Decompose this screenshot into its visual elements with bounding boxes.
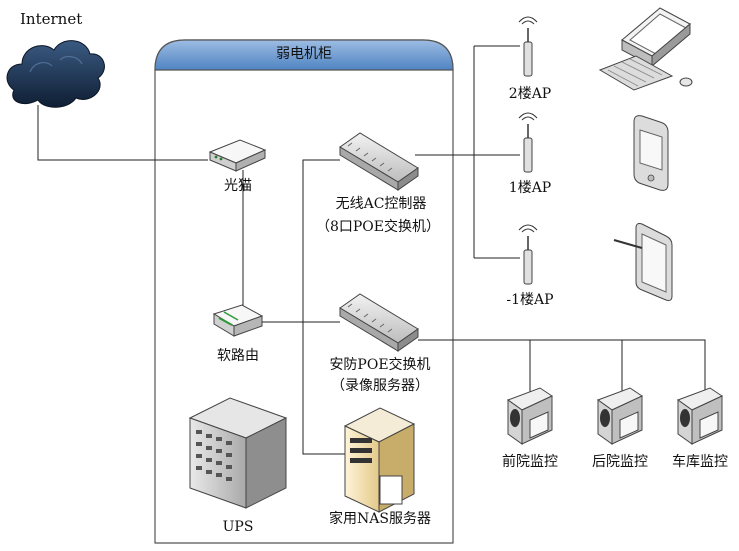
router-label: 软路由 (217, 348, 259, 364)
nas-server-icon (343, 407, 416, 513)
security-switch-to-camera-bus (418, 339, 706, 390)
camera-icon-front-yard (506, 387, 554, 445)
camera-icon-garage (676, 387, 724, 445)
cabinet-title: 弱电机柜 (276, 46, 332, 62)
tablet-icon (613, 223, 673, 301)
camera-label-garage: 车库监控 (672, 454, 728, 470)
ap-icon-b1 (518, 224, 538, 285)
ac-switch-icon (339, 132, 419, 191)
connection-lines (37, 45, 706, 455)
camera-label-front-yard: 前院监控 (502, 454, 558, 470)
security-switch-icon (339, 293, 419, 352)
security-switch-label-line1: 安防POE交换机 (329, 357, 431, 373)
ap-label-2f: 2楼AP (508, 86, 552, 102)
modem-label: 光猫 (224, 178, 252, 194)
ap-icon-1f (518, 112, 538, 173)
ap-icon-2f (518, 16, 538, 77)
ups-icon (188, 397, 288, 509)
desktop-computer-icon (598, 7, 693, 91)
camera-icon-back-yard (596, 387, 644, 445)
camera-label-back-yard: 后院监控 (592, 454, 648, 470)
ac-switch-label-line2: （8口POE交换机） (315, 219, 441, 235)
ac-switch-label-line1: 无线AC控制器 (335, 196, 427, 212)
modem-icon (208, 139, 267, 172)
internet-label: Internet (20, 10, 83, 28)
security-switch-label-line2: （录像服务器） (331, 378, 429, 394)
ac-switch-to-nas-line (302, 159, 345, 455)
router-icon (212, 304, 264, 337)
nas-label: 家用NAS服务器 (329, 511, 431, 527)
smartphone-icon (633, 115, 669, 191)
ap-label-1f: 1楼AP (508, 180, 552, 196)
ap-label-b1: -1楼AP (506, 292, 554, 308)
internet-to-modem-line (37, 105, 208, 161)
internet-cloud-icon (6, 40, 105, 108)
ups-label: UPS (222, 519, 254, 535)
